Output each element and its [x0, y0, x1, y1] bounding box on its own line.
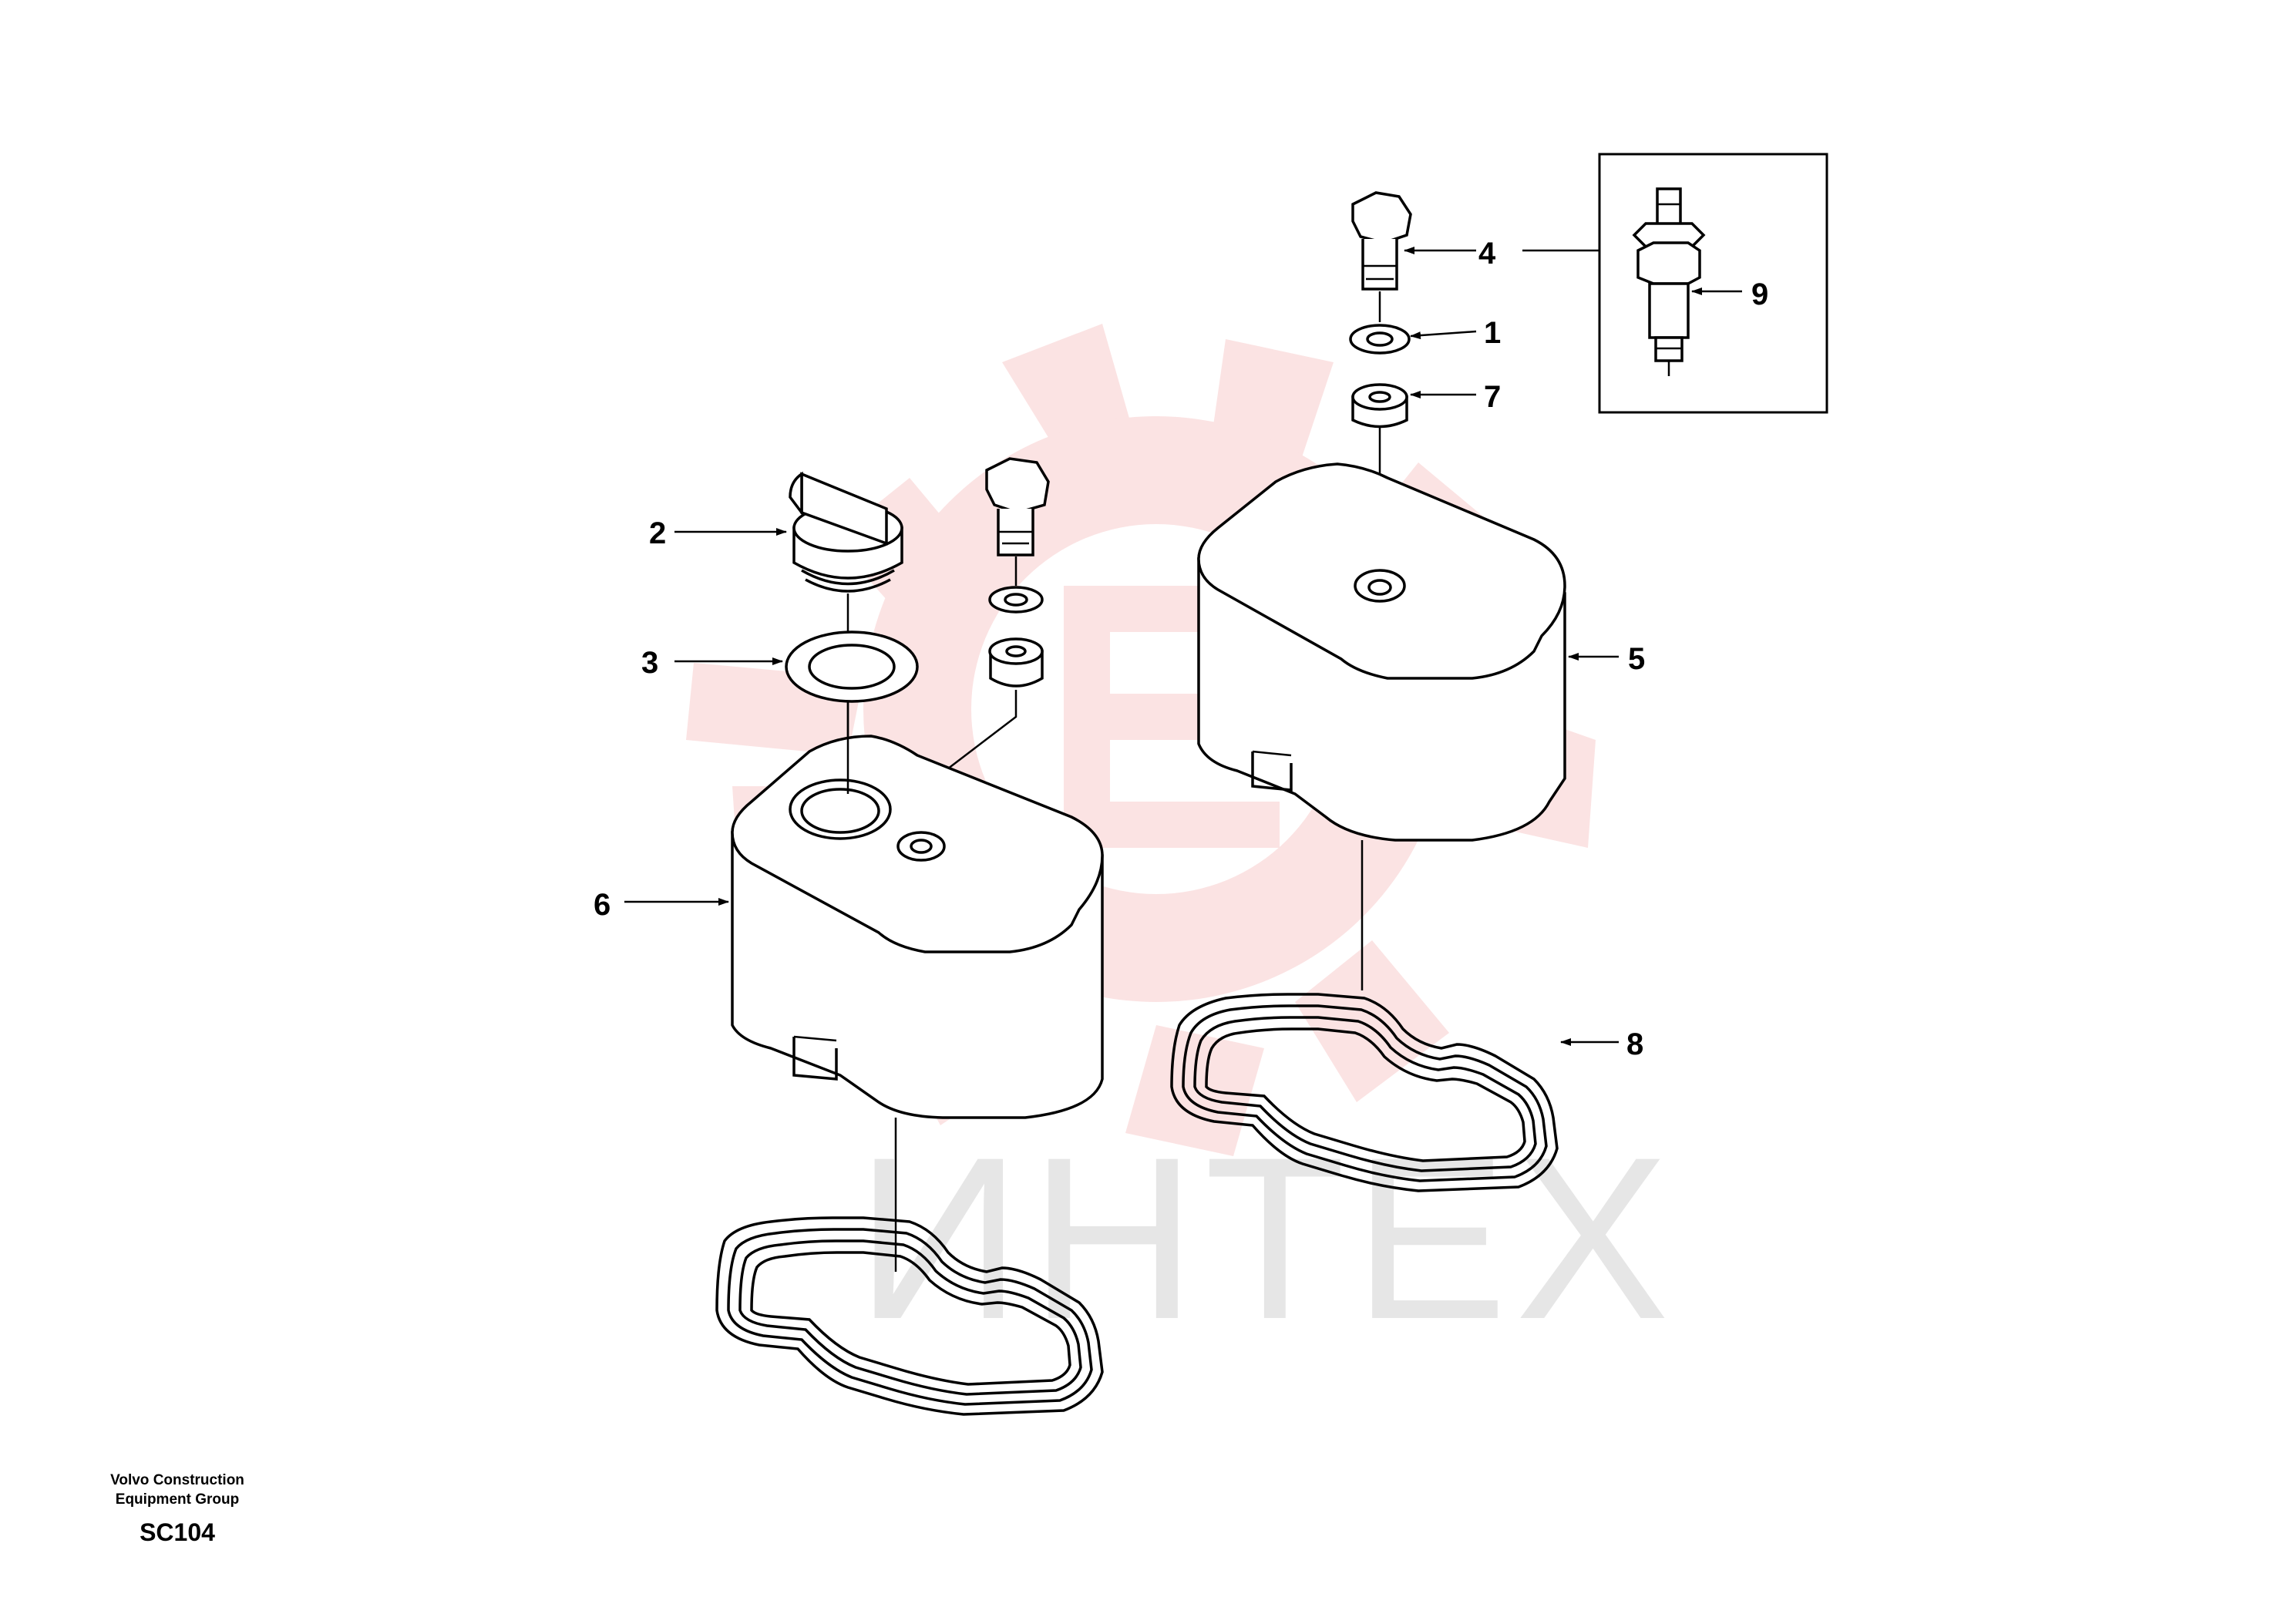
callout-8: 8 — [1626, 1027, 1643, 1061]
gasket-right — [1170, 993, 1559, 1192]
company-name-line1: Volvo Construction — [110, 1472, 244, 1488]
right-washer — [1349, 324, 1411, 355]
callout-5: 5 — [1628, 642, 1645, 676]
callout-7: 7 — [1484, 380, 1501, 414]
inset-box — [1598, 153, 1828, 414]
callout-3: 3 — [641, 646, 658, 680]
oil-filler-cap — [789, 471, 903, 593]
callout-6: 6 — [594, 888, 610, 922]
callout-9: 9 — [1751, 277, 1768, 311]
gasket-left — [715, 1216, 1104, 1416]
watermark-text: ИНТЕХ — [856, 1108, 1677, 1367]
callout-2: 2 — [649, 516, 666, 550]
leader-lines — [624, 247, 1742, 1046]
left-grommet — [988, 637, 1044, 688]
sealing-ring — [785, 630, 919, 703]
callout-4: 4 — [1478, 237, 1496, 271]
sensor-fitting — [1632, 187, 1706, 376]
valve-cover-left — [731, 735, 1104, 1119]
company-name-line2: Equipment Group — [115, 1491, 240, 1508]
valve-cover-right — [1197, 462, 1566, 842]
left-bolt — [985, 457, 1050, 556]
right-bolt — [1351, 191, 1412, 291]
watermark-gear-inner — [1064, 586, 1280, 848]
drawing-code: SC104 — [140, 1518, 215, 1546]
callout-1: 1 — [1484, 316, 1501, 350]
left-washer — [988, 586, 1044, 614]
footer-label: Volvo Construction Equipment Group SC104 — [69, 1471, 285, 1547]
right-grommet — [1351, 383, 1408, 429]
